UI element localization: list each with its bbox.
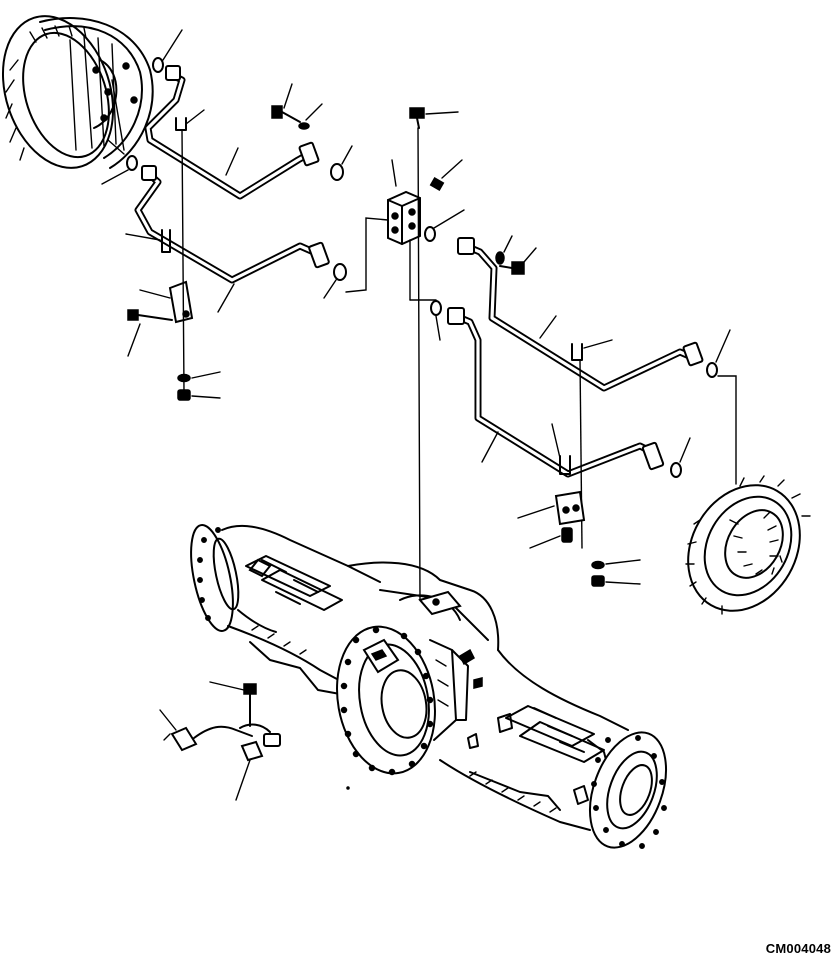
tube-clip-right-1 bbox=[571, 339, 613, 361]
bracket-right bbox=[517, 490, 586, 526]
o-ring-left-1 bbox=[152, 29, 183, 73]
bolt-right-bracket bbox=[529, 527, 573, 549]
washer-top-left bbox=[298, 103, 323, 130]
tube-clip-left-2 bbox=[125, 229, 171, 253]
junction-bolt bbox=[409, 107, 459, 129]
tube-clip-left-1 bbox=[175, 109, 205, 131]
tube-clip-right-2 bbox=[551, 423, 571, 475]
brake-tube-left-upper bbox=[144, 65, 320, 200]
brake-tube-right-upper bbox=[457, 237, 704, 392]
washer-left bbox=[177, 371, 221, 383]
brake-tube-right-lower bbox=[447, 307, 665, 478]
nut-right bbox=[591, 575, 641, 587]
sensor-clip bbox=[235, 740, 264, 801]
bolt-left-bracket bbox=[127, 309, 173, 357]
axle-housing bbox=[190, 524, 667, 849]
bolt-right-top bbox=[499, 247, 537, 275]
washer-right bbox=[591, 559, 641, 570]
washer-right-top bbox=[495, 235, 513, 265]
junction-stud bbox=[417, 127, 421, 601]
sensor-bolt bbox=[209, 681, 257, 727]
dot-mark bbox=[346, 786, 350, 790]
o-ring-right-1 bbox=[706, 329, 731, 378]
left-brake-assembly bbox=[1, 15, 154, 169]
o-ring-right-2 bbox=[670, 437, 691, 478]
bolt-top-left bbox=[271, 83, 301, 123]
center-flange-bolts bbox=[340, 626, 434, 776]
nut-left bbox=[177, 389, 221, 401]
o-ring-center-1 bbox=[330, 145, 353, 181]
leader-right-ring bbox=[717, 375, 737, 485]
o-ring-center-4 bbox=[424, 209, 465, 242]
drawing-code: CM004048 bbox=[765, 941, 831, 956]
junction-block bbox=[345, 159, 421, 293]
sensor-cable bbox=[159, 709, 281, 752]
brake-tube-left-lower bbox=[134, 165, 330, 313]
left-flange-bolts bbox=[197, 527, 221, 621]
stud-left bbox=[181, 129, 185, 393]
o-ring-left-2 bbox=[101, 155, 138, 185]
right-flange-bolts bbox=[591, 735, 667, 849]
right-brake-assembly bbox=[685, 475, 811, 615]
o-ring-center-2 bbox=[323, 263, 347, 299]
junction-small-bolt bbox=[429, 159, 463, 191]
bracket-left bbox=[139, 280, 194, 324]
o-ring-center-3 bbox=[430, 300, 442, 341]
